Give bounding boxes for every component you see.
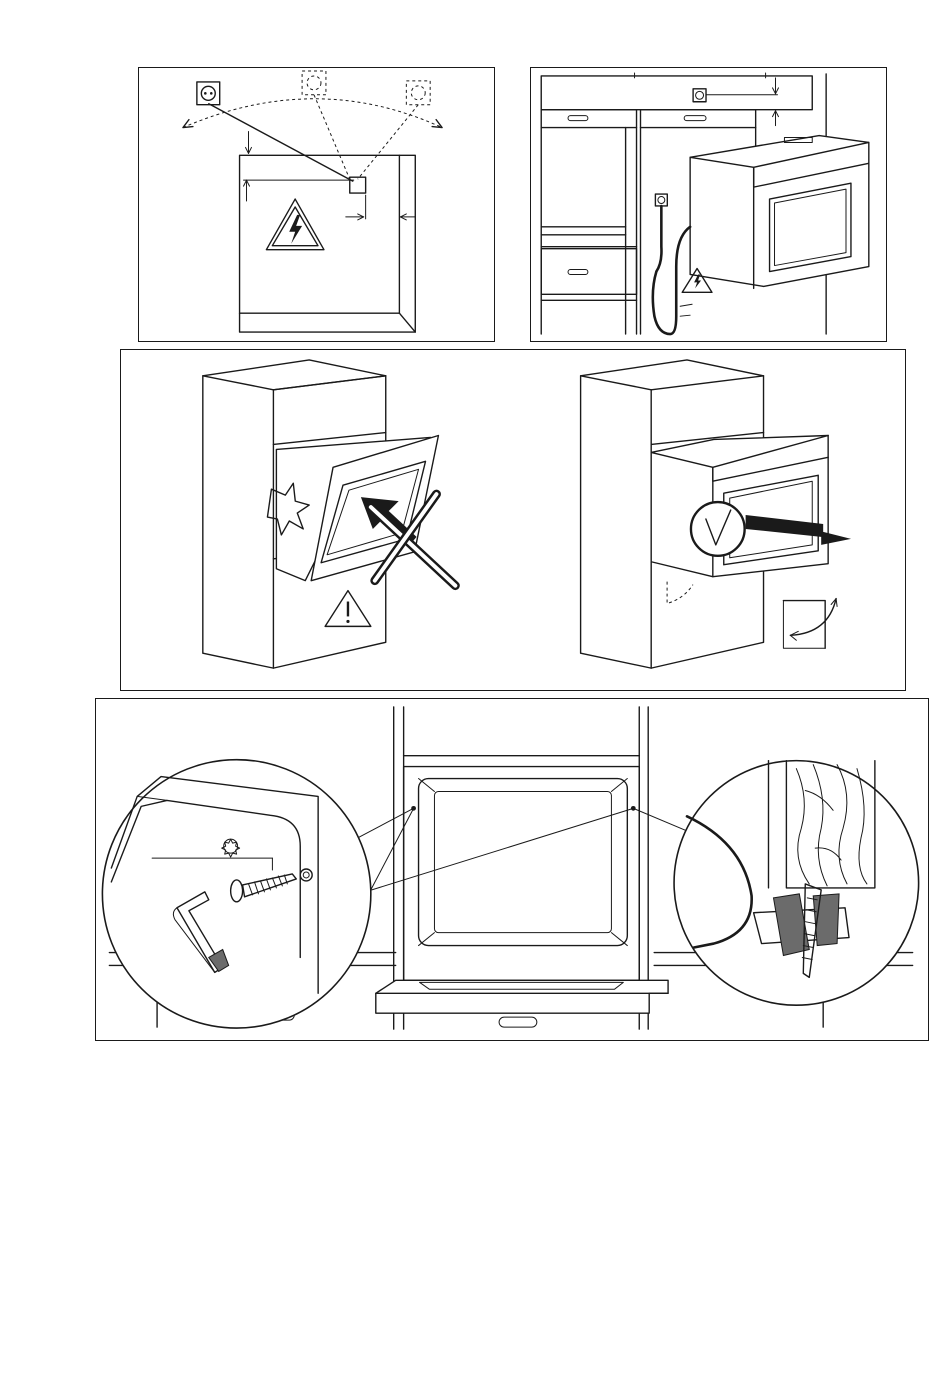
panel-fixing-screws: [95, 698, 929, 1041]
junction-box: [350, 177, 366, 193]
socket-icon: [406, 81, 430, 105]
anchor-detail-magnifier: [674, 761, 919, 1006]
socket-icon: [302, 71, 326, 95]
upper-cabinet: [541, 76, 812, 110]
cable-connection-diagram: [531, 68, 886, 341]
cabinet-back-wall: [240, 155, 416, 332]
panel-cable-connection: [530, 67, 887, 342]
electric-hazard-icon: [266, 199, 324, 250]
check-mark-icon: [691, 502, 745, 556]
oven-insertion-diagram: [121, 350, 905, 690]
warning-icon: [325, 591, 371, 627]
oven-front: [376, 707, 668, 1029]
power-cable: [653, 206, 690, 334]
hinge-angle-inset: [783, 599, 837, 649]
fixing-screws-diagram: [96, 699, 928, 1040]
incorrect-insertion: [203, 360, 456, 668]
socket-icon: [197, 82, 220, 105]
correct-insertion: [581, 360, 851, 668]
panel-oven-insertion: [120, 349, 906, 691]
socket-icon: [655, 194, 667, 206]
panel-socket-positions: [138, 67, 495, 342]
oven-unit: [690, 136, 869, 289]
screw-detail-magnifier: [102, 760, 370, 1028]
socket-positions-diagram: [139, 68, 494, 341]
socket-icon: [693, 89, 706, 102]
